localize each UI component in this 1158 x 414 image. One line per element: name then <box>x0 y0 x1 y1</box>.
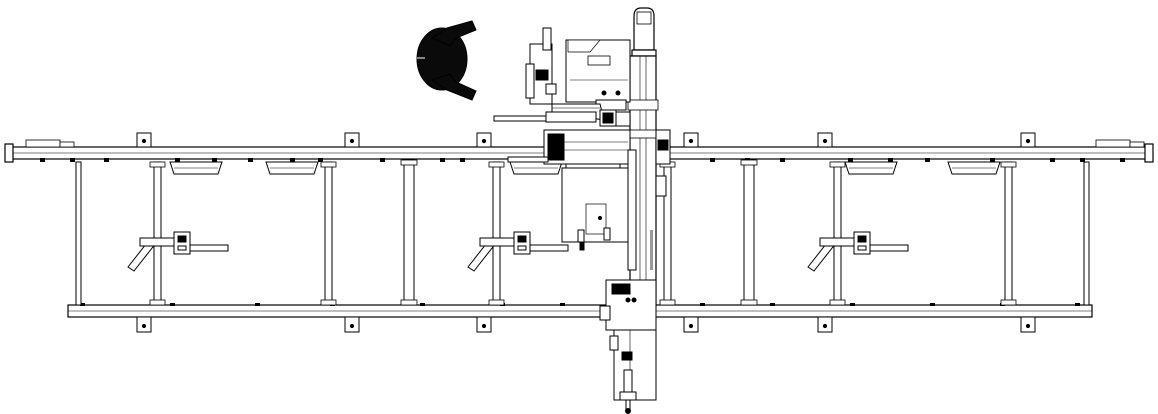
clamp-assembly-center <box>467 231 569 272</box>
vertical-ram <box>599 149 657 414</box>
clamp-assembly-left <box>127 231 229 272</box>
claw-clamp-logo-icon <box>416 20 477 101</box>
rail-bolts <box>40 158 1125 306</box>
vertical-slide-plate <box>561 167 629 251</box>
post-plates <box>149 159 1017 306</box>
gantry-motor <box>631 7 657 57</box>
column-flange <box>655 129 671 197</box>
clamp-assembly-right <box>807 231 909 272</box>
horizontal-arm <box>493 109 631 127</box>
top-mounting-tabs <box>136 132 1036 148</box>
bottom-rail <box>67 304 1093 318</box>
bottom-mounting-tabs <box>136 316 1036 333</box>
vertical-posts <box>75 159 1090 306</box>
trough-brackets <box>169 161 1001 175</box>
column-accent <box>650 230 653 270</box>
carriage-plate <box>565 39 631 111</box>
